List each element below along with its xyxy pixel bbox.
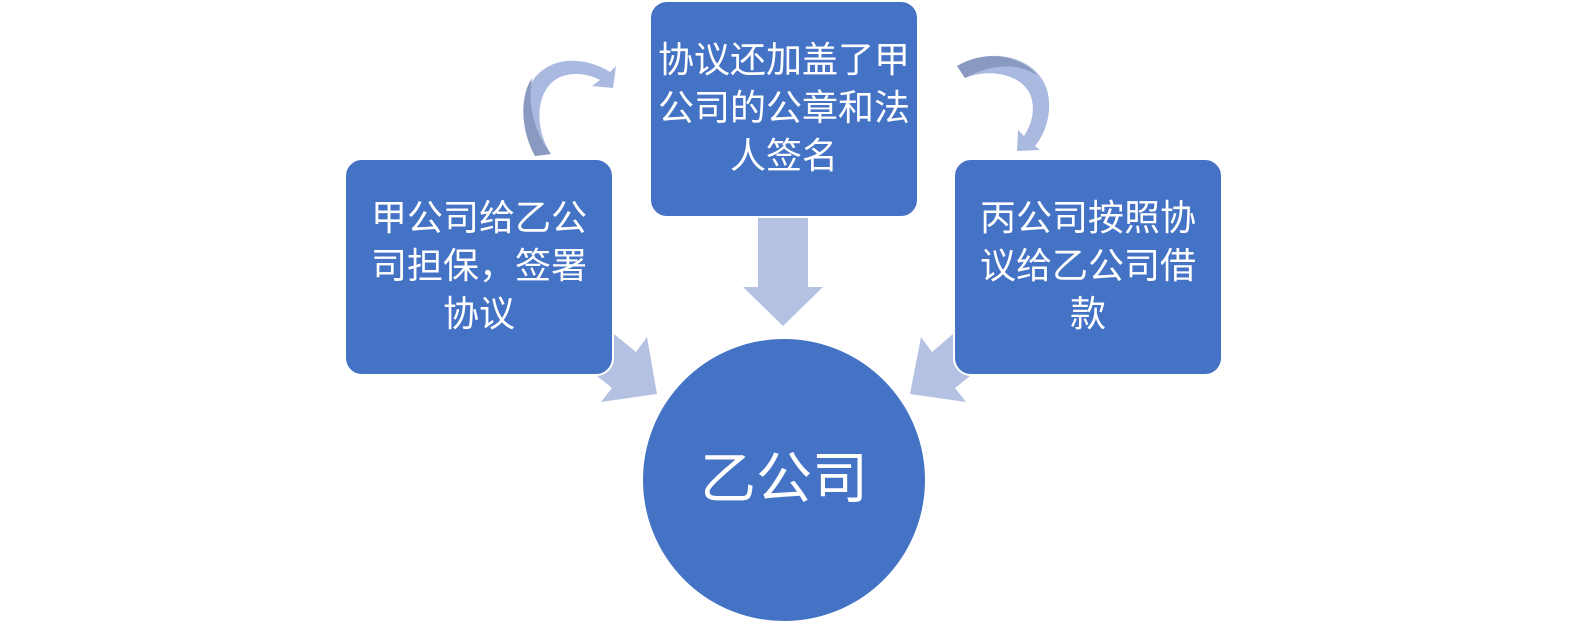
node-top-label: 协议还加盖了甲公司的公章和法人签名 — [658, 40, 911, 177]
curved-arrow-top-to-right — [957, 55, 1050, 151]
node-right: 丙公司按照协议给乙公司借款 — [953, 158, 1223, 376]
node-right-label: 丙公司按照协议给乙公司借款 — [979, 198, 1196, 335]
node-top: 协议还加盖了甲公司的公章和法人签名 — [649, 0, 919, 218]
arrow-right-to-center — [910, 334, 970, 402]
curved-arrow-right-shade — [957, 56, 1038, 78]
node-left: 甲公司给乙公司担保，签署协议 — [344, 158, 614, 376]
curved-arrow-left-shade — [523, 78, 551, 156]
arrow-top-to-center — [743, 217, 823, 326]
arrow-left-to-center — [597, 334, 657, 402]
curved-arrow-left-to-top — [523, 60, 616, 156]
node-center-label: 乙公司 — [700, 447, 868, 512]
node-center: 乙公司 — [641, 337, 927, 623]
node-left-label: 甲公司给乙公司担保，签署协议 — [370, 198, 587, 335]
